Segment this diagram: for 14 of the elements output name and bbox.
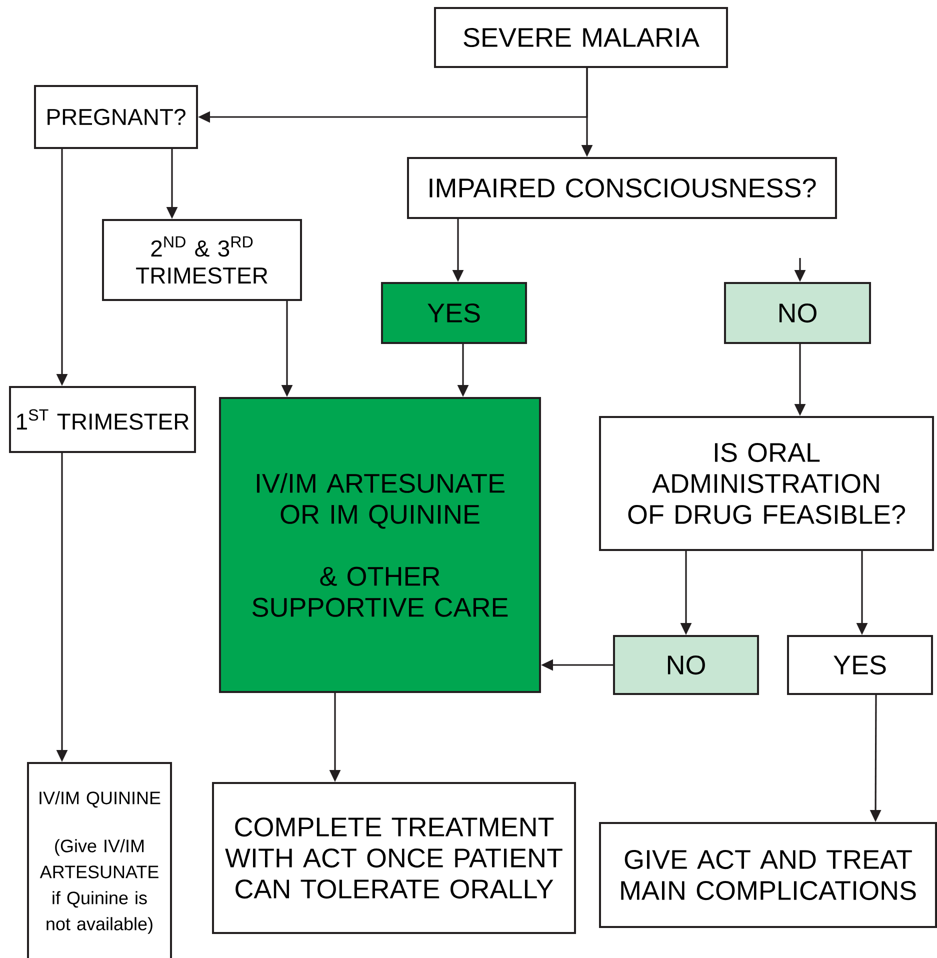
flowchart-box: SEVERE MALARIA (434, 7, 728, 68)
flowchart-box: IMPAIRED CONSCIOUSNESS? (407, 157, 837, 219)
flowchart-box: YES (787, 635, 934, 695)
flowchart-box: GIVE ACT AND TREAT MAIN COMPLICATIONS (599, 822, 937, 928)
flowchart-box: YES (381, 282, 527, 344)
flowchart-box: IV/IM QUININE (Give IV/IM ARTESUNATE if Quinine is not available) (27, 762, 172, 958)
flowchart-box: 2$^{ND}$ & 3$^{RD}$ TRIMESTER (102, 219, 302, 301)
flowchart-box: PREGNANT? (34, 85, 198, 149)
flowchart-box: NO (613, 635, 759, 695)
flowchart-box: IV/IM ARTESUNATE OR IM QUININE & OTHER SUPPORTIVE CARE (219, 397, 541, 693)
flowchart-box: NO (724, 282, 871, 344)
flowchart-box: IS ORAL ADMINISTRATION OF DRUG FEASIBLE? (599, 416, 934, 551)
flowchart-box: COMPLETE TREATMENT WITH ACT ONCE PATIENT CAN TOLERATE ORALLY (212, 782, 576, 934)
flowchart-box: 1$^{ST}$ TRIMESTER (9, 386, 196, 453)
